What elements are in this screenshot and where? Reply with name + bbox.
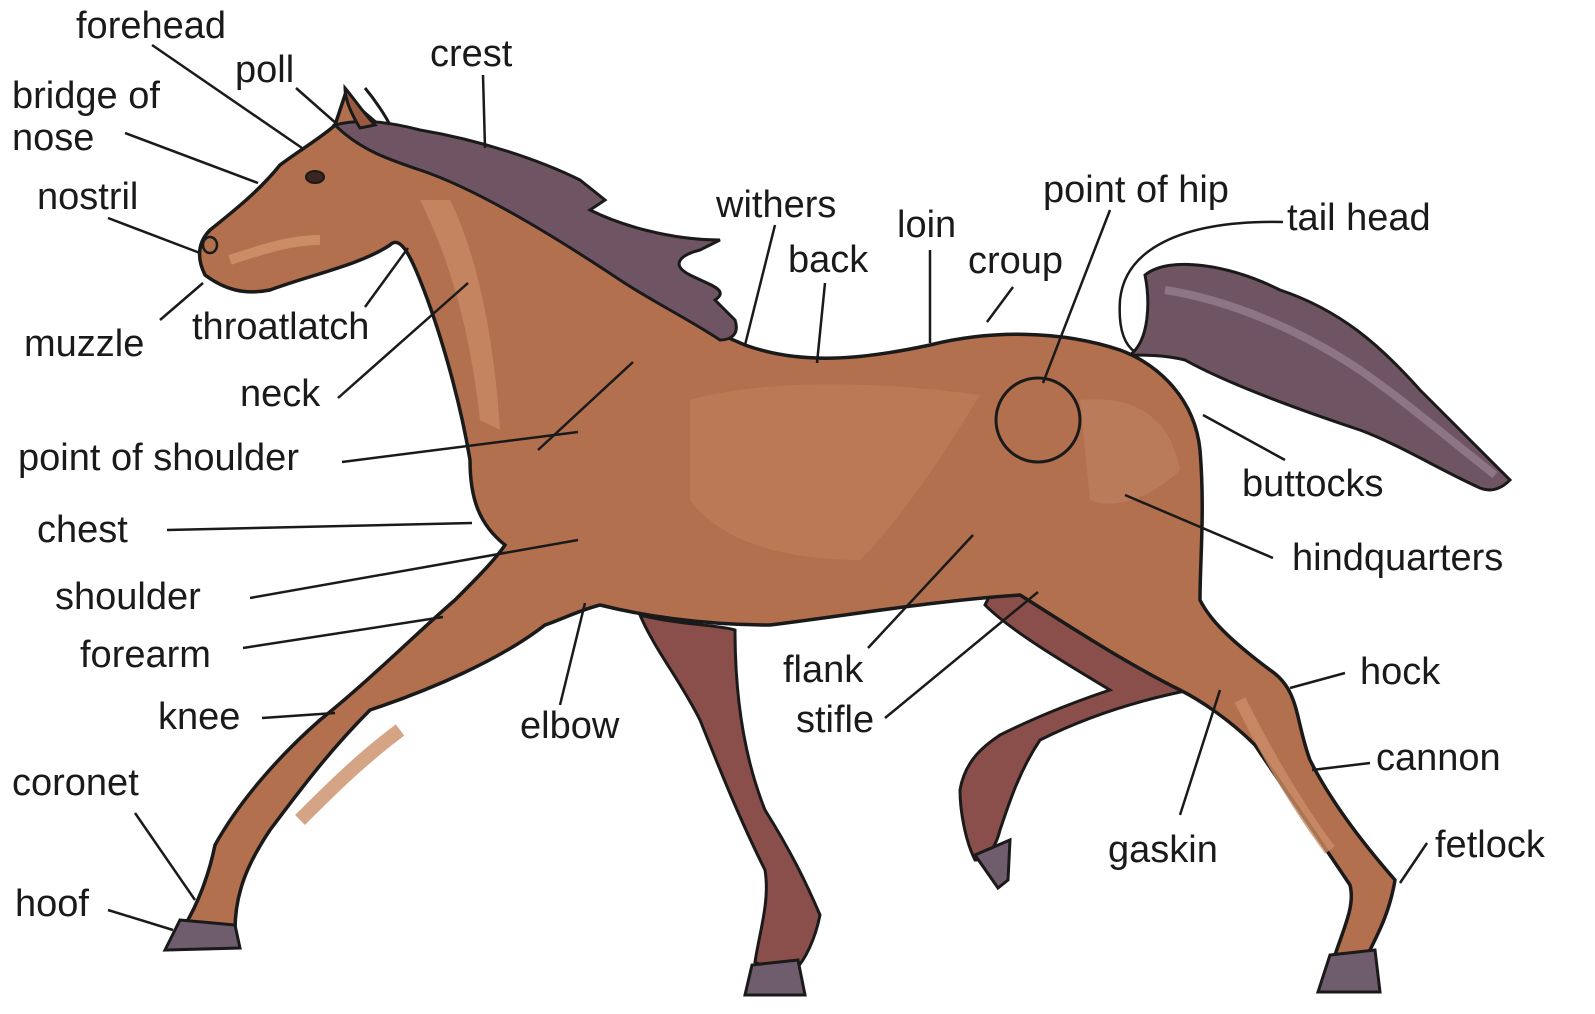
label-knee: knee [158, 697, 240, 737]
label-loin: loin [897, 205, 956, 245]
label-buttocks: buttocks [1242, 464, 1384, 504]
label-elbow: elbow [520, 706, 619, 746]
label-tail-head: tail head [1287, 198, 1431, 238]
label-point-of-shoulder: point of shoulder [18, 438, 299, 478]
label-neck: neck [240, 374, 320, 414]
near-hind-hoof [1318, 950, 1380, 992]
label-forehead: forehead [76, 6, 226, 46]
label-muzzle: muzzle [24, 324, 144, 364]
label-shoulder: shoulder [55, 577, 201, 617]
label-hock: hock [1360, 652, 1440, 692]
label-poll: poll [235, 50, 294, 90]
label-stifle: stifle [796, 700, 874, 740]
label-gaskin: gaskin [1108, 830, 1218, 870]
label-flank: flank [783, 650, 863, 690]
near-front-hoof [165, 920, 240, 950]
label-hindquarters: hindquarters [1292, 538, 1503, 578]
label-coronet: coronet [12, 763, 139, 803]
label-withers: withers [716, 185, 836, 225]
label-hoof: hoof [15, 884, 89, 924]
label-forearm: forearm [80, 635, 211, 675]
label-bridge-of-nose-line1: bridge of [12, 75, 160, 117]
eye [306, 171, 324, 183]
label-nostril: nostril [37, 177, 138, 217]
label-cannon: cannon [1376, 738, 1501, 778]
label-bridge-of-nose-line2: nose [12, 117, 94, 159]
far-front-hoof [745, 960, 805, 995]
label-chest: chest [37, 510, 128, 550]
label-back: back [788, 240, 868, 280]
label-point-of-hip: point of hip [1043, 170, 1229, 210]
label-croup: croup [968, 241, 1063, 281]
label-fetlock: fetlock [1435, 825, 1545, 865]
label-crest: crest [430, 34, 512, 74]
label-throatlatch: throatlatch [192, 307, 369, 347]
